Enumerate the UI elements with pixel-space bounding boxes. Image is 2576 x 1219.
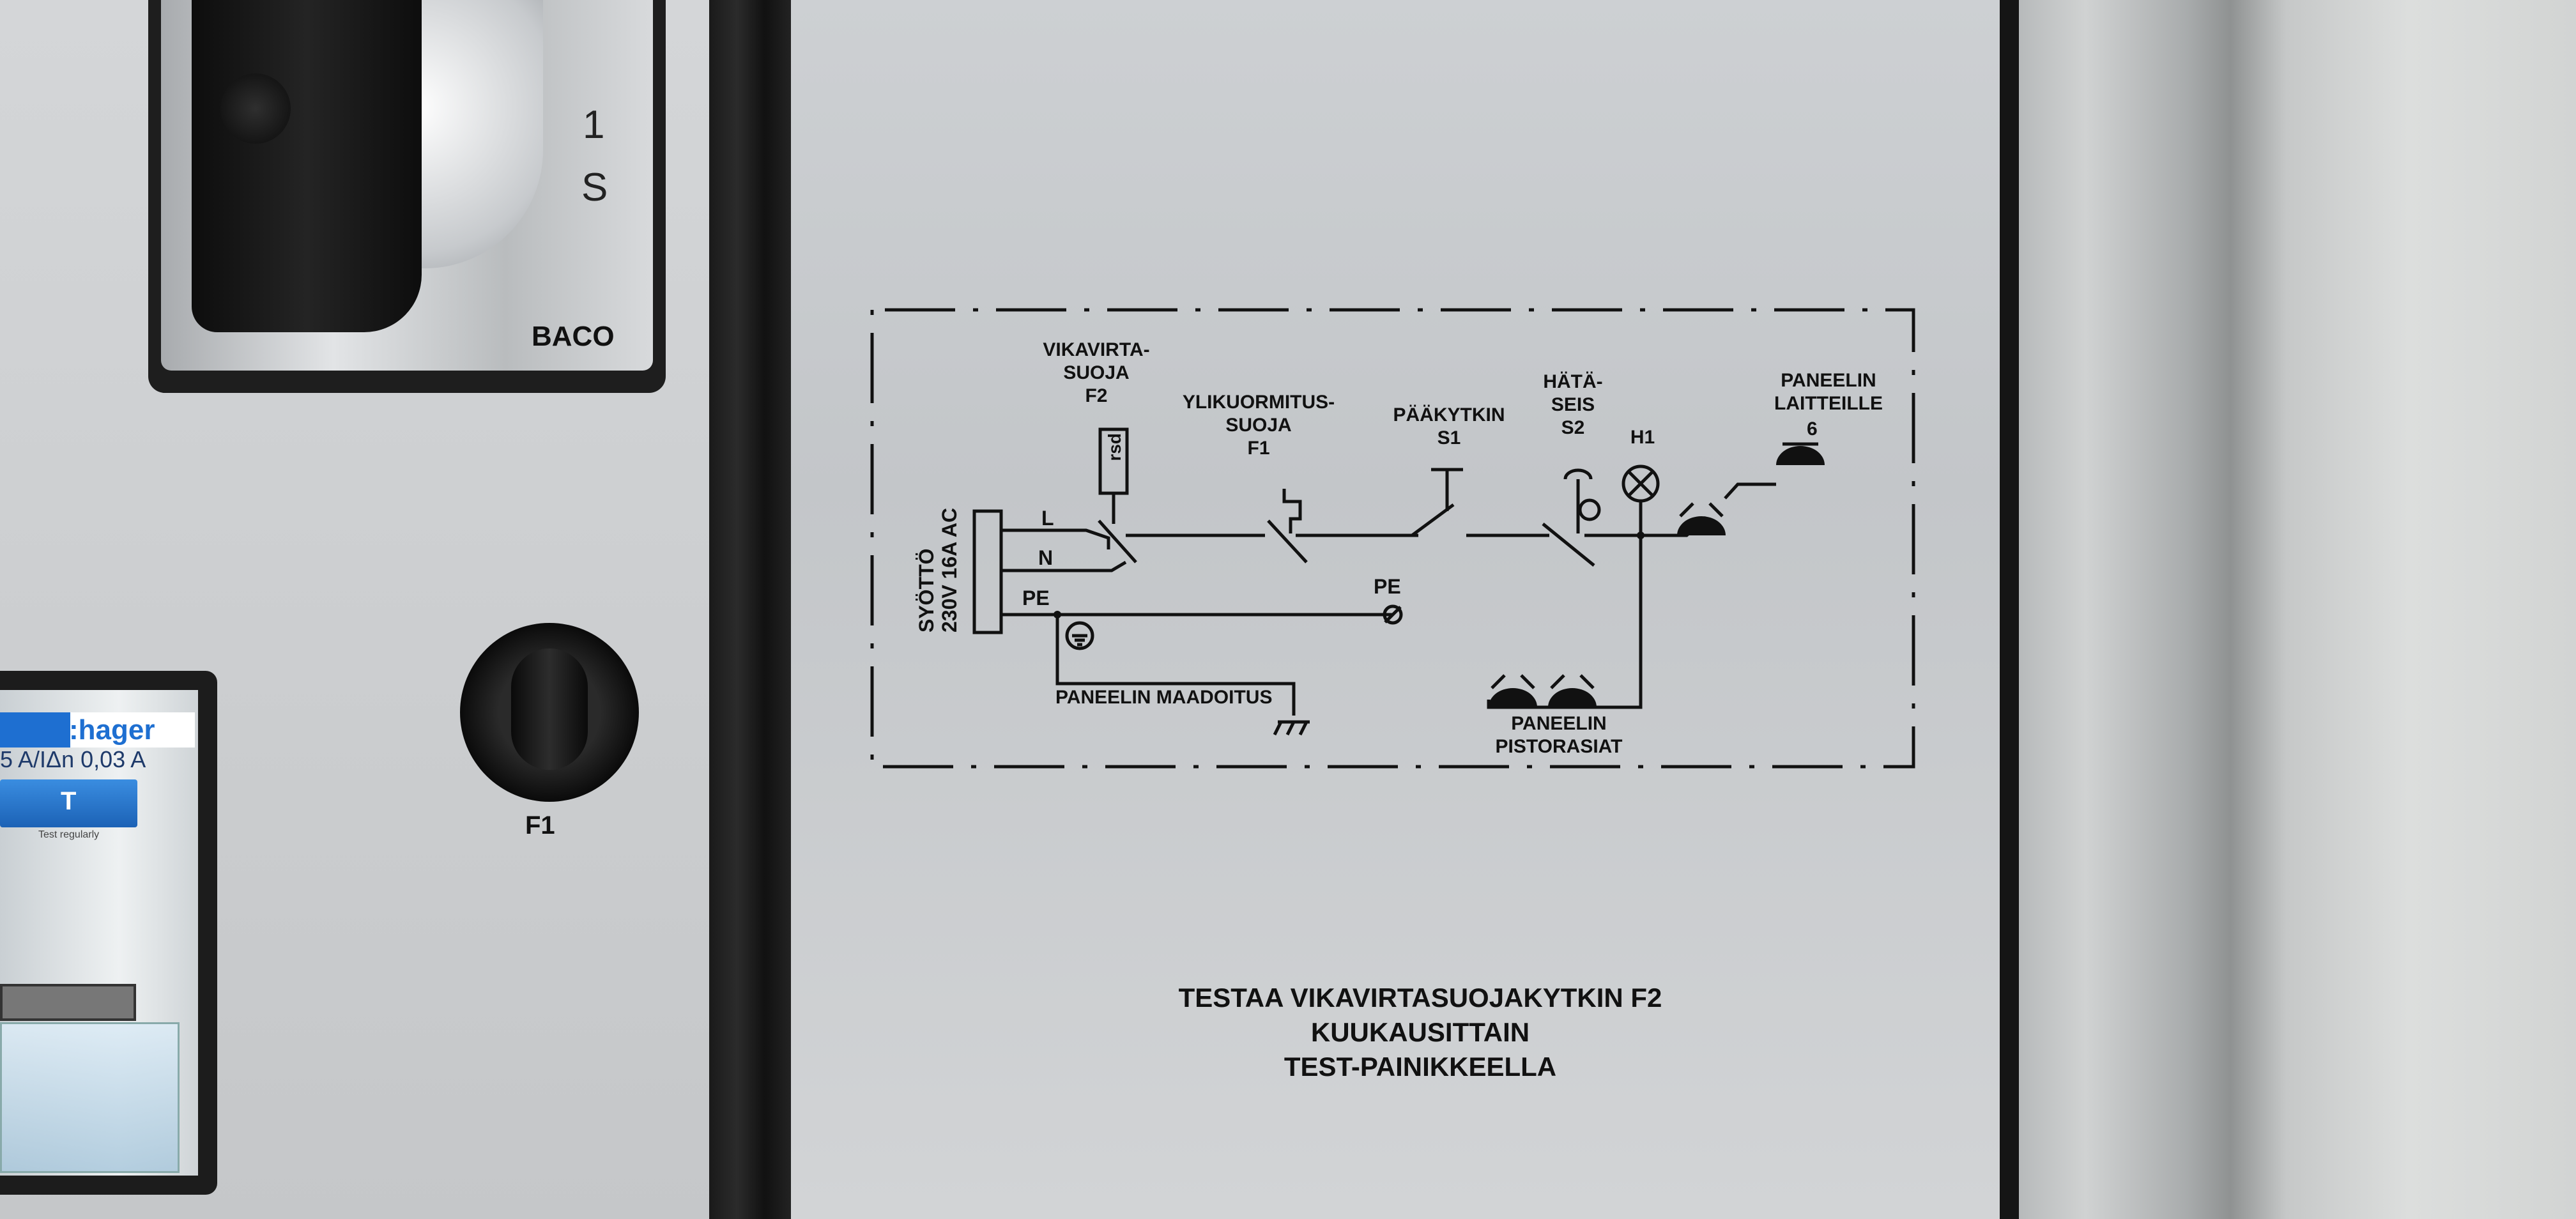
panel-socket-2	[1548, 688, 1597, 707]
rcd-label: VIKAVIRTA- SUOJA F2	[1043, 339, 1150, 406]
estop-contact	[1542, 523, 1595, 567]
rcd-test-note: Test regularly	[38, 829, 100, 840]
rcd-test-label: T	[61, 787, 77, 815]
rcd-cover	[0, 1022, 180, 1173]
overload-contact	[1267, 519, 1308, 564]
rotary-switch-handle[interactable]	[192, 0, 422, 332]
overload-symbol	[1282, 489, 1302, 533]
panel-socket-1	[1489, 688, 1537, 707]
enclosure-side	[2019, 0, 2576, 1219]
terminal-block	[972, 509, 1003, 634]
supply-text: SYÖTTÖ 230V 16A AC	[915, 507, 961, 632]
estop-symbol	[1578, 498, 1601, 521]
main-switch-label: PÄÄKYTKIN S1	[1393, 404, 1505, 448]
line-n	[1001, 560, 1127, 572]
main-switch-actuator	[1431, 468, 1463, 511]
overload-label: YLIKUORMITUS- SUOJA F1	[1182, 392, 1335, 459]
rcd-brand-bar	[0, 712, 70, 747]
ground-symbol	[1273, 720, 1310, 736]
rcd-contact-l	[1098, 519, 1137, 564]
rcd-brand: :hager	[69, 714, 155, 746]
panel-divider	[709, 0, 802, 1219]
switch-brand: BACO	[532, 321, 615, 352]
rcd-indicator-window	[0, 984, 136, 1021]
knob-label: F1	[525, 811, 555, 839]
sockets-label: PANEELIN PISTORASIAT	[1495, 713, 1623, 757]
notice-line-3: TEST-PAINIKKEELLA	[1284, 1052, 1557, 1082]
devices-count: 6	[1807, 418, 1818, 440]
line-l	[1001, 528, 1110, 549]
devices-label: PANEELIN LAITTEILLE	[1774, 370, 1883, 414]
ground-label: PANEELIN MAADOITUS	[1055, 687, 1273, 708]
pe-end-label: PE	[1374, 575, 1401, 598]
device-socket-2	[1776, 446, 1825, 465]
lamp-label: H1	[1630, 427, 1655, 448]
notice-line-2: KUUKAUSITTAIN	[1310, 1017, 1530, 1047]
diagram-frame	[870, 308, 1915, 769]
estop-label: HÄTÄ- SEIS S2	[1543, 371, 1603, 438]
earth-symbol	[1065, 621, 1094, 650]
rcd-symbol-text: rsd	[1105, 433, 1124, 461]
screw-icon	[220, 73, 291, 144]
conductor-n: N	[1038, 546, 1054, 569]
rcd-test-button[interactable]: T	[0, 779, 137, 827]
conductor-l: L	[1041, 507, 1054, 530]
notice-line-1: TESTAA VIKAVIRTASUOJAKYTKIN F2	[1178, 983, 1662, 1013]
switch-position-1: 1	[583, 103, 605, 147]
supply-label: SYÖTTÖ 230V 16A AC	[915, 508, 961, 632]
conductor-pe: PE	[1022, 586, 1050, 610]
switch-position-s: S	[581, 165, 608, 210]
notice-text: TESTAA VIKAVIRTASUOJAKYTKIN F2 KUUKAUSIT…	[1179, 981, 1662, 1084]
rcd-rating: 5 A/IΔn 0,03 A	[0, 746, 146, 772]
reset-knob-stem[interactable]	[511, 648, 588, 770]
pe-terminal	[1383, 604, 1403, 625]
estop-actuator	[1563, 468, 1593, 533]
device-socket-1	[1677, 516, 1726, 535]
